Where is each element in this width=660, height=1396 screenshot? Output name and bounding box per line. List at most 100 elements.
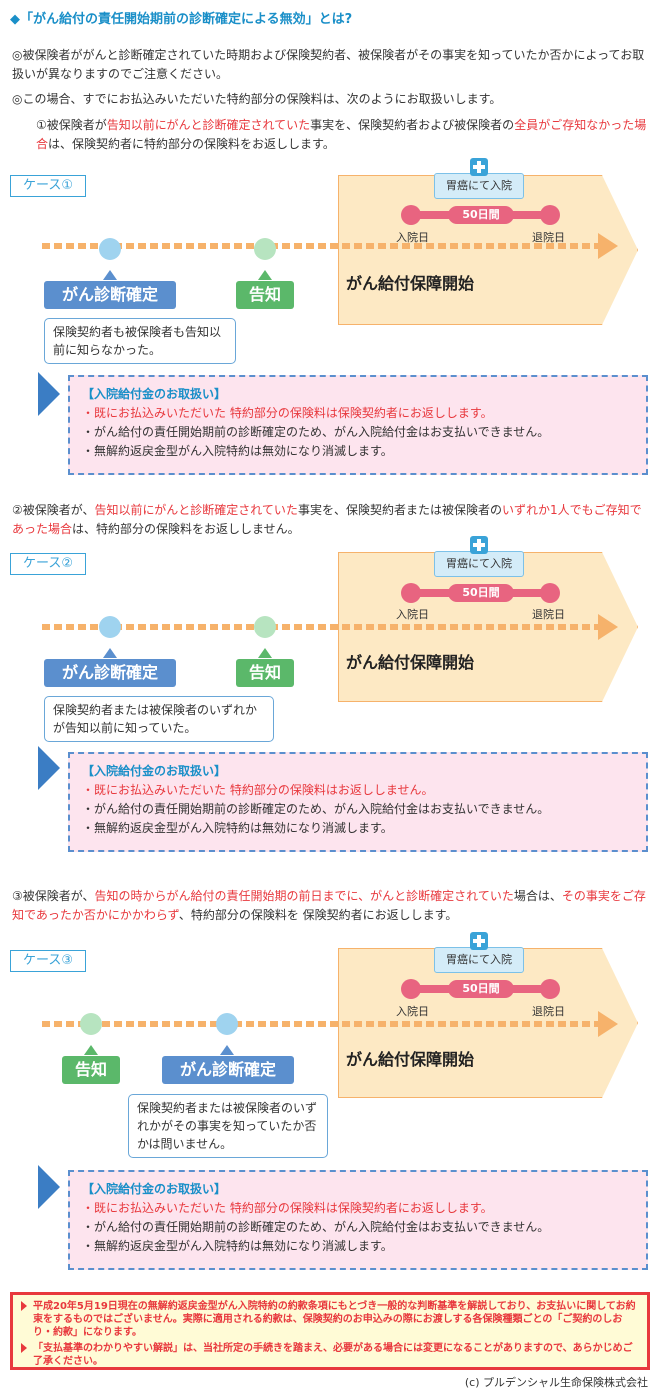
- page-title: ◆「がん給付の責任開始期前の診断確定による無効」とは?: [10, 12, 353, 27]
- case-1-days-badge: 50日間: [448, 206, 514, 224]
- premium-part: 特約部分の保険料: [229, 1201, 326, 1215]
- disclaimer-text-1: 平成20年5月19日現在の無解約返戻金型がん入院特約の約款条項にもとづき一般的な…: [33, 1301, 636, 1338]
- case-2-admission-label: 入院日: [396, 608, 429, 621]
- case-1-notice-dot: [254, 238, 276, 260]
- case-1-discharge-dot: [540, 205, 560, 225]
- case-2-timeline: [42, 624, 602, 630]
- case-1-result-box: 【入院給付金のお取扱い】 ・既にお払込みいただいた 特約部分の保険料は保険契約者…: [68, 375, 648, 475]
- case-1-note: 保険契約者も被保険者も告知以前に知らなかった。: [44, 318, 236, 364]
- case-2-desc-text: ②被保険者が、: [12, 503, 95, 517]
- case-3-admission-label: 入院日: [396, 1005, 429, 1018]
- case-1-coverage-label: がん給付保障開始: [346, 274, 475, 293]
- result-premium-line: ・既にお払込みいただいた 特約部分の保険料はお返ししません。: [82, 781, 634, 800]
- case-3-diagnosis-pointer: [220, 1045, 234, 1055]
- case-1-desc-text: 事実を、保険契約者および被保険者の: [310, 118, 515, 132]
- case-2-label: ケース②: [10, 553, 86, 575]
- case-1-diagnosis-tag: がん診断確定: [44, 281, 176, 309]
- case-3-desc-highlight: その事実をご存知であったか否かにかかわらず: [12, 889, 646, 922]
- case-3-desc-text: 、特約部分の保険料を 保険契約者にお返しします。: [178, 908, 458, 922]
- case-2-notice-tag: 告知: [236, 659, 294, 687]
- case-3-label: ケース③: [10, 950, 86, 972]
- case-2-coverage-label: がん給付保障開始: [346, 653, 475, 672]
- case-3-discharge-dot: [540, 979, 560, 999]
- premium-part: 特約部分の保険料: [229, 783, 326, 797]
- intro-paragraph-2: ◎この場合、すでにお払込みいただいた特約部分の保険料は、次のようにお取扱いします…: [12, 92, 502, 106]
- case-2-note: 保険契約者または被保険者のいずれかが告知以前に知っていた。: [44, 696, 274, 742]
- case-1-description: ①被保険者が告知以前にがんと診断確定されていた事実を、保険契約者および被保険者の…: [36, 116, 650, 154]
- case-1-coverage-arrow: [338, 175, 638, 325]
- case-3-hospital-box: 胃癌にて入院: [434, 947, 524, 973]
- case-2-desc-highlight: 告知以前にがんと診断確定されていた: [94, 503, 298, 517]
- premium-suffix: はお返ししません。: [325, 783, 434, 797]
- result-premium-line: ・既にお払込みいただいた 特約部分の保険料は保険契約者にお返しします。: [82, 404, 634, 423]
- case-2-discharge-label: 退院日: [532, 608, 565, 621]
- result-benefit-line: ・がん給付の責任開始期前の診断確定のため、がん入院給付金はお支払いできません。: [82, 425, 550, 439]
- case-3-notice-pointer: [84, 1045, 98, 1055]
- case-3-description: ③被保険者が、告知の時からがん給付の責任開始期の前日までに、がんと診断確定されて…: [12, 887, 652, 925]
- case-3-admission-dot: [401, 979, 421, 999]
- result-benefit-line: ・がん給付の責任開始期前の診断確定のため、がん入院給付金はお支払いできません。: [82, 802, 550, 816]
- result-rider-line: ・無解約返戻金型がん入院特約は無効になり消滅します。: [82, 444, 393, 458]
- case-1-diagnosis-pointer: [103, 270, 117, 280]
- case-1-timeline: [42, 243, 602, 249]
- case-3-desc-highlight: 告知の時からがん給付の責任開始期の前日までに、がんと診断確定されていた: [94, 889, 514, 903]
- case-1-label: ケース①: [10, 175, 86, 197]
- case-1-desc-text: は、保険契約者に特約部分の保険料をお返しします。: [48, 137, 335, 151]
- case-1-timeline-arrowhead: [598, 233, 618, 259]
- hospital-cross-icon: [470, 932, 488, 950]
- result-benefit-line: ・がん給付の責任開始期前の診断確定のため、がん入院給付金はお支払いできません。: [82, 1220, 550, 1234]
- case-3-notice-tag: 告知: [62, 1056, 120, 1084]
- premium-prefix: ・既にお払込みいただいた: [82, 406, 227, 420]
- case-1-admission-dot: [401, 205, 421, 225]
- premium-suffix: は保険契約者にお返しします。: [325, 1201, 493, 1215]
- case-2-result-box: 【入院給付金のお取扱い】 ・既にお払込みいただいた 特約部分の保険料はお返ししま…: [68, 752, 648, 852]
- result-heading: 【入院給付金のお取扱い】: [82, 387, 227, 401]
- case-2-diagnosis-dot: [99, 616, 121, 638]
- case-2-discharge-dot: [540, 583, 560, 603]
- case-3-days-badge: 50日間: [448, 980, 514, 998]
- case-3-result-arrow: [38, 1165, 60, 1209]
- bullet-triangle-icon: [21, 1343, 27, 1353]
- case-1-desc-highlight: 全員がご存知なかった場合: [36, 118, 647, 151]
- premium-suffix: は保険契約者にお返しします。: [325, 406, 493, 420]
- case-1-desc-text: ①被保険者が: [36, 118, 107, 132]
- result-heading: 【入院給付金のお取扱い】: [82, 1182, 227, 1196]
- case-1-notice-tag: 告知: [236, 281, 294, 309]
- bullet-triangle-icon: [21, 1301, 27, 1311]
- case-2-notice-dot: [254, 616, 276, 638]
- case-3-result-box: 【入院給付金のお取扱い】 ・既にお払込みいただいた 特約部分の保険料は保険契約者…: [68, 1170, 648, 1270]
- result-rider-line: ・無解約返戻金型がん入院特約は無効になり消滅します。: [82, 1239, 393, 1253]
- premium-part: 特約部分の保険料: [229, 406, 326, 420]
- case-3-note: 保険契約者または被保険者のいずれかがその事実を知っていたか否かは問いません。: [128, 1094, 328, 1158]
- premium-prefix: ・既にお払込みいただいた: [82, 783, 227, 797]
- case-3-diagnosis-dot: [216, 1013, 238, 1035]
- intro-paragraph-1: ◎被保険者ががんと診断確定されていた時期および保険契約者、被保険者がその事実を知…: [12, 48, 645, 81]
- disclaimer-item-2: 「支払基準のわかりやすい解説」は、当社所定の手続きを踏まえ、必要がある場合には変…: [21, 1342, 639, 1367]
- case-2-desc-highlight: いずれか1人でもご存知であった場合: [12, 503, 642, 536]
- case-1-admission-label: 入院日: [396, 231, 429, 244]
- result-premium-line: ・既にお払込みいただいた 特約部分の保険料は保険契約者にお返しします。: [82, 1199, 634, 1218]
- case-1-desc-highlight: 告知以前にがんと診断確定されていた: [106, 118, 311, 132]
- case-1-discharge-label: 退院日: [532, 231, 565, 244]
- case-1-diagnosis-dot: [99, 238, 121, 260]
- case-2-diagnosis-pointer: [103, 648, 117, 658]
- case-2-hospital-box: 胃癌にて入院: [434, 551, 524, 577]
- case-3-notice-dot: [80, 1013, 102, 1035]
- case-1-result-arrow: [38, 372, 60, 416]
- case-3-timeline: [42, 1021, 602, 1027]
- case-3-discharge-label: 退院日: [532, 1005, 565, 1018]
- result-heading: 【入院給付金のお取扱い】: [82, 764, 227, 778]
- case-2-admission-dot: [401, 583, 421, 603]
- case-2-timeline-arrowhead: [598, 614, 618, 640]
- disclaimer-box: 平成20年5月19日現在の無解約返戻金型がん入院特約の約款条項にもとづき一般的な…: [10, 1292, 650, 1370]
- disclaimer-item-1: 平成20年5月19日現在の無解約返戻金型がん入院特約の約款条項にもとづき一般的な…: [21, 1300, 639, 1339]
- case-2-desc-text: は、特約部分の保険料をお返ししません。: [72, 522, 300, 536]
- case-3-coverage-label: がん給付保障開始: [346, 1050, 475, 1069]
- disclaimer-text-2: 「支払基準のわかりやすい解説」は、当社所定の手続きを踏まえ、必要がある場合には変…: [33, 1343, 633, 1367]
- case-2-notice-pointer: [258, 648, 272, 658]
- case-3-diagnosis-tag: がん診断確定: [162, 1056, 294, 1084]
- case-2-result-arrow: [38, 746, 60, 790]
- premium-prefix: ・既にお払込みいただいた: [82, 1201, 227, 1215]
- case-2-days-badge: 50日間: [448, 584, 514, 602]
- copyright: (c) プルデンシャル生命保険株式会社: [464, 1376, 648, 1389]
